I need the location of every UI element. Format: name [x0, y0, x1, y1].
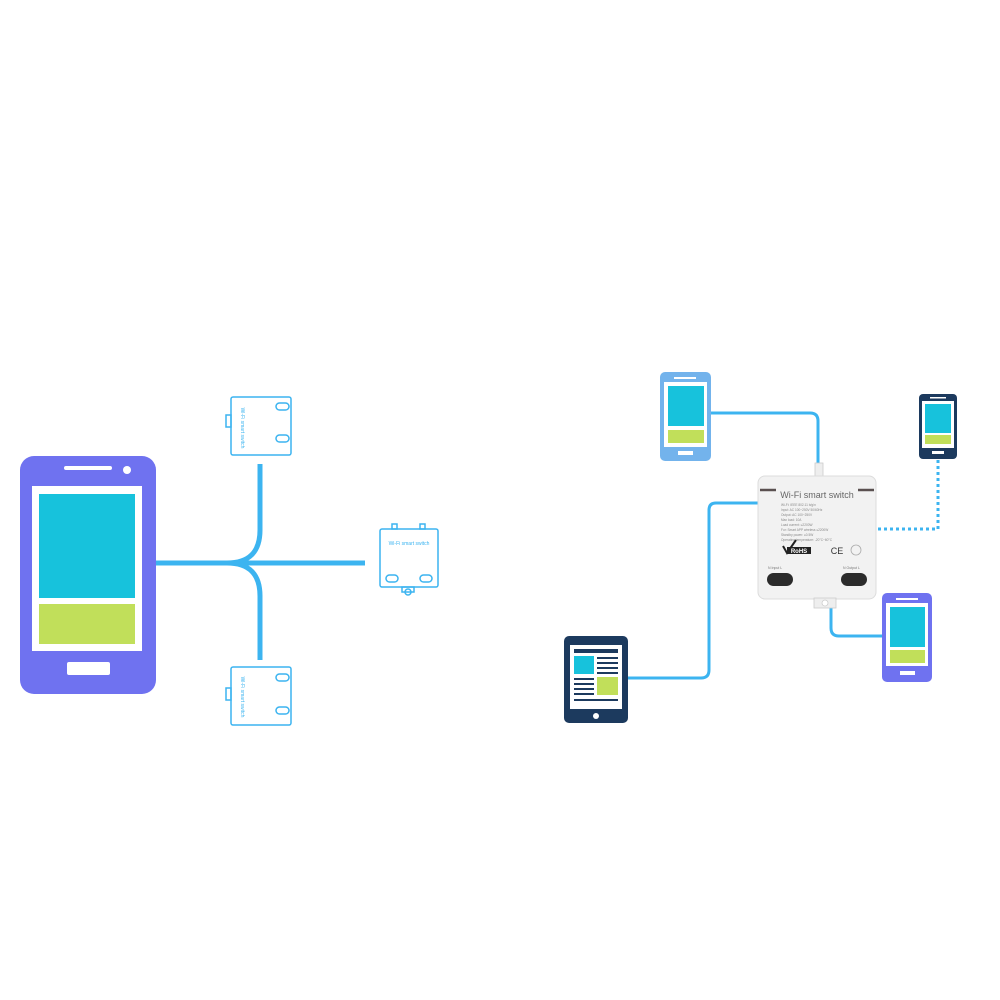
dotted-line-to-small-phone: [878, 460, 940, 531]
tablet-icon: [564, 636, 628, 723]
device-title: Wi-Fi smart switch: [780, 490, 854, 500]
left-connection-lines: [156, 464, 365, 660]
input-terminal-label: N Input L: [768, 566, 782, 570]
left-line-top: [226, 464, 263, 566]
left-line-bottom: [226, 560, 263, 660]
left-diagram: Wi-Fi smart switch Wi-Fi smart switch Wi…: [20, 396, 439, 726]
right-diagram: Wi-Fi smart switch Wi-Fi: IEEE 802.11 b/…: [564, 372, 957, 723]
spec-line: Input: AC 100~250V 50/60Hz: [781, 508, 823, 512]
switch-module-icon: Wi-Fi smart switch: [225, 666, 292, 726]
switch-label: Wi-Fi smart switch: [239, 677, 245, 718]
spec-line: Load current: ≤2200W: [781, 523, 813, 527]
spec-line: Max load: 10A: [781, 518, 802, 522]
output-terminal: [841, 573, 867, 586]
switch-module-icon: Wi-Fi smart switch: [225, 396, 292, 456]
switch-label: Wi-Fi smart switch: [239, 408, 245, 449]
input-terminal: [767, 573, 793, 586]
spec-line: Standby power: ≤0.5W: [781, 533, 813, 537]
rohs-mark: RoHS: [791, 549, 807, 555]
smartphone-icon: [882, 593, 932, 682]
ce-mark: CE: [831, 546, 844, 556]
spec-line: Output: AC 100~250V: [781, 513, 813, 517]
spec-line: For: Smart APP wireless ≤2200W: [781, 528, 828, 532]
right-connection-lines: [627, 411, 940, 680]
smartphone-icon: [919, 394, 957, 459]
switch-module-icon: Wi-Fi smart switch: [379, 523, 439, 596]
spec-line: Wi-Fi: IEEE 802.11 b/g/n: [781, 503, 816, 507]
spec-line: Operating temperature: -20°C~60°C: [781, 538, 833, 542]
line-to-tablet: [627, 501, 758, 680]
device-spec-list: Wi-Fi: IEEE 802.11 b/g/n Input: AC 100~2…: [781, 503, 833, 542]
status-led-icon: [850, 544, 862, 556]
switch-label: Wi-Fi smart switch: [389, 541, 430, 547]
line-to-top-phone: [710, 411, 820, 474]
smartphone-icon: [660, 372, 711, 461]
large-smartphone-icon: [20, 456, 156, 694]
line-to-right-phone: [829, 598, 883, 638]
output-terminal-label: N Output L: [843, 566, 860, 570]
smart-switch-device: Wi-Fi smart switch Wi-Fi: IEEE 802.11 b/…: [757, 462, 877, 609]
